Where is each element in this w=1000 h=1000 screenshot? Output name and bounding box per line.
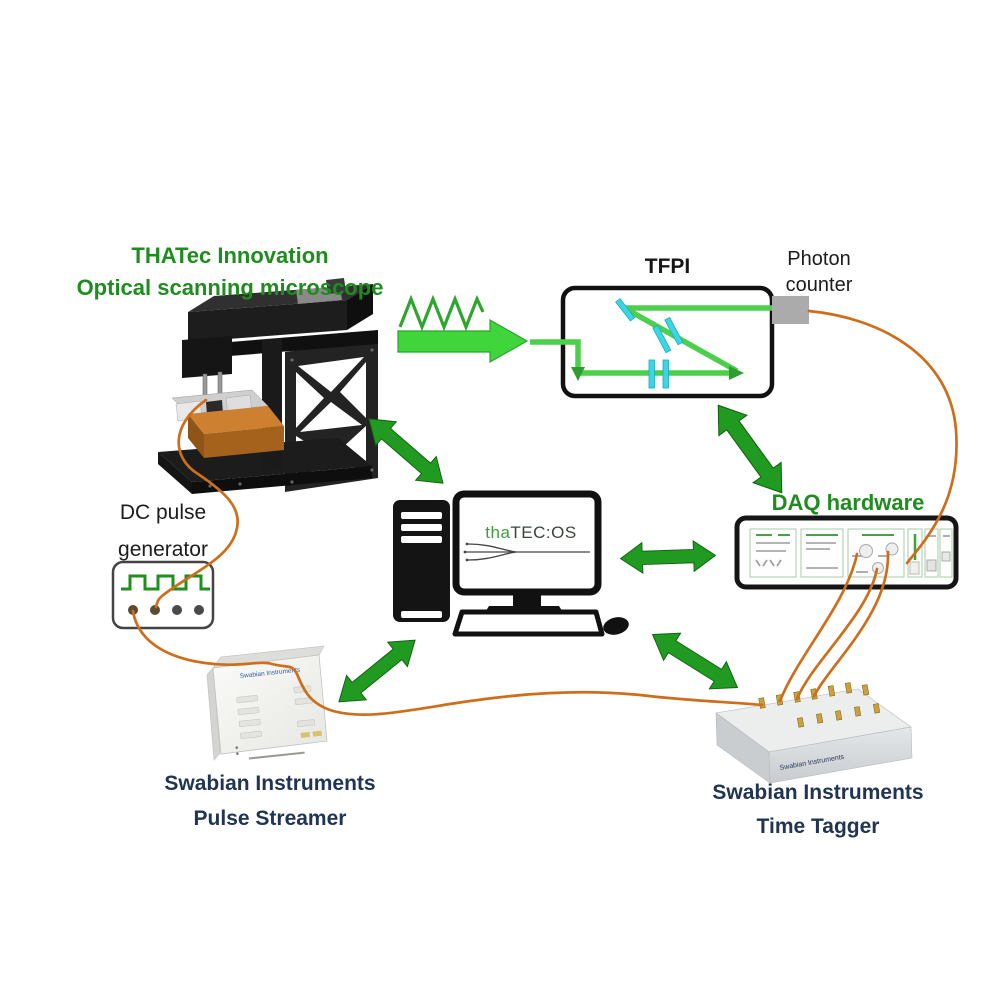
- screen-os-prefix: tha: [485, 523, 511, 542]
- thatec-logo-icon: [463, 542, 590, 562]
- time-tagger-device: Swabian Instruments: [715, 682, 913, 784]
- dc-pulse-generator-label: DC pulse generator: [118, 501, 208, 561]
- cable-microscope-generator: [154, 398, 239, 609]
- screen-os-label: thaTEC:OS: [468, 524, 594, 541]
- photon-counter-label: Photon counter: [785, 248, 853, 296]
- arrow-computer-timetagger-icon: [643, 620, 747, 702]
- computer-image: [393, 490, 629, 637]
- cable-generator-timetagger: [131, 609, 764, 717]
- laser-signal-wave: [398, 294, 485, 332]
- monitor: [452, 490, 602, 596]
- etalon-pair-diagonal-icon: [652, 316, 684, 354]
- mirror-icon: [615, 298, 636, 322]
- knob: [859, 544, 873, 558]
- daq-hardware-label: DAQ hardware: [771, 490, 925, 515]
- microscope-title-line2: Optical scanning microscope: [76, 275, 384, 300]
- beam-direction-down-icon: [571, 367, 585, 381]
- arrow-tfpi-daq-icon: [703, 394, 797, 504]
- microscope-title: THATec Innovation Optical scanning micro…: [30, 240, 430, 304]
- arrow-computer-daq-icon: [619, 539, 717, 575]
- square-wave-icon: [121, 574, 210, 591]
- pulse-streamer-label: Swabian Instruments Pulse Streamer: [164, 772, 376, 830]
- cable-photoncounter-daq: [807, 309, 958, 565]
- microscope-image: [158, 278, 378, 494]
- mouse: [603, 617, 629, 635]
- cable-daq-timetagger-3: [812, 550, 890, 698]
- output-port: [194, 605, 204, 615]
- cable-daq-timetagger-1: [778, 552, 859, 703]
- cable-daq-timetagger-2: [795, 567, 879, 701]
- laser-arrow-icon: [397, 318, 529, 364]
- arrow-pulsestreamer-computer-icon: [328, 627, 426, 715]
- tfpi-interferometer: [530, 285, 775, 399]
- output-port: [172, 605, 182, 615]
- time-tagger-label: Swabian Instruments Time Tagger: [712, 781, 924, 838]
- microscope-title-line1: THATec Innovation: [131, 243, 329, 268]
- etalon-pair-bottom-icon: [648, 359, 669, 389]
- daq-hardware-device: [734, 515, 959, 590]
- tfpi-label: TFPI: [644, 255, 691, 278]
- knob: [872, 562, 884, 574]
- photon-counter-device: [772, 296, 809, 324]
- keyboard: [452, 609, 605, 637]
- screen-os-suffix: TEC:OS: [510, 523, 577, 542]
- beam-direction-right-icon: [729, 366, 744, 380]
- output-port: [150, 605, 160, 615]
